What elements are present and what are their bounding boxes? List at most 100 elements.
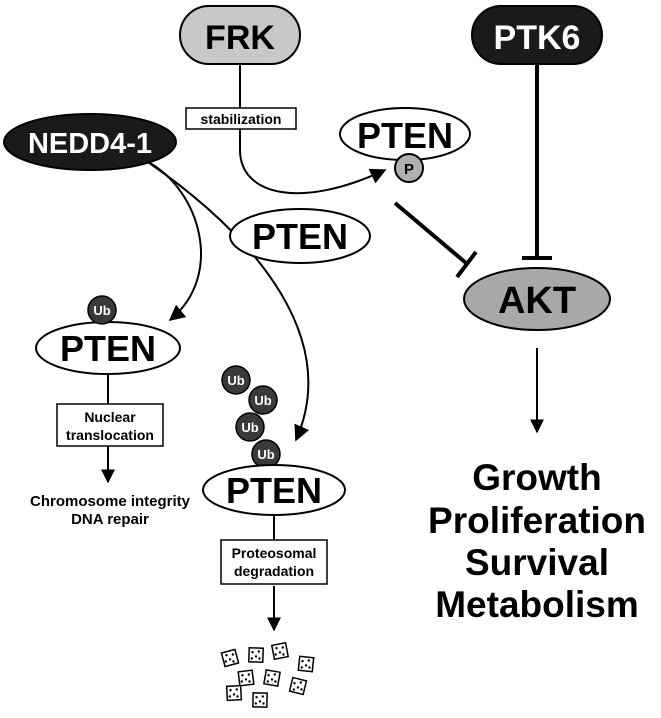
fragment-speck (251, 651, 254, 654)
fragment-speck (304, 664, 308, 667)
fragment-speck (307, 659, 310, 662)
fragment-speck (282, 653, 285, 656)
fragment-speck (224, 660, 227, 663)
outcome-proliferation: Proliferation (428, 500, 646, 541)
pten-mono-ub-node: PTEN Ub (35, 295, 181, 375)
outcome-survival: Survival (465, 542, 609, 583)
fragment-speck (257, 650, 260, 653)
fragment-speck (278, 651, 282, 654)
fragment-7 (225, 684, 243, 702)
pten-inhibit-line (393, 201, 468, 265)
fragment-speck (275, 647, 278, 650)
ptk6-node: PTK6 (471, 5, 603, 65)
frk-node: FRK (179, 5, 301, 65)
fragment-6 (263, 669, 281, 687)
fragment-speck (228, 695, 231, 698)
frk-to-pten-arrow (239, 128, 387, 195)
poly-ub-chain: Ub Ub Ub Ub (221, 365, 281, 469)
fragment-speck (225, 654, 228, 657)
degraded-fragments (220, 641, 315, 708)
ub-badge-2 (248, 385, 278, 415)
ub-badge-mono (87, 295, 117, 325)
fragment-speck (292, 688, 295, 691)
akt-outcomes: Growth Proliferation Survival Metabolism (428, 457, 646, 625)
pten-free-label: PTEN (252, 216, 348, 257)
fragment-speck (232, 693, 236, 696)
pten-poly-ub-node: PTEN (202, 464, 346, 516)
nuclear-translocation-box: Nuclear translocation (56, 403, 164, 447)
fragment-speck (255, 696, 258, 699)
pten-phos-label: PTEN (357, 115, 453, 156)
nedd4-to-mono-pten-arrow (147, 161, 202, 322)
proteo-line2: degradation (234, 563, 314, 579)
fragment-speck (301, 660, 304, 663)
fragment-speck (270, 678, 274, 681)
fragment-8 (288, 676, 308, 696)
fragment-speck (274, 653, 277, 656)
fragment-speck (273, 673, 276, 676)
phospho-badge (394, 153, 424, 183)
fragment-2 (247, 646, 265, 664)
proteo-line1: Proteosomal (232, 545, 317, 561)
ub-badge-1 (221, 365, 251, 395)
stabilization-box: stabilization (185, 107, 297, 130)
fragment-speck (244, 678, 248, 681)
fragment-4 (297, 655, 315, 673)
phospho-label: P (404, 161, 414, 178)
pten-free-node: PTEN (229, 208, 371, 264)
nuclear-line1: Nuclear (84, 409, 136, 425)
fragment-speck (258, 657, 261, 660)
fragment-speck (254, 655, 258, 658)
fragment-speck (299, 681, 302, 684)
fragment-1 (220, 648, 240, 668)
ub-label-2: Ub (254, 393, 271, 408)
frk-label: FRK (205, 19, 275, 57)
fragment-speck (229, 689, 232, 692)
fragment-speck (231, 653, 234, 656)
ub-label-1: Ub (227, 373, 244, 388)
proteosomal-degradation-box: Proteosomal degradation (220, 539, 328, 585)
nedd4-label: NEDD4-1 (28, 128, 152, 160)
fragment-5 (237, 669, 255, 687)
fragment-speck (248, 680, 251, 683)
fragment-speck (232, 660, 235, 663)
ptk6-label: PTK6 (494, 19, 581, 57)
fragment-speck (236, 695, 239, 698)
ub-label-mono: Ub (93, 303, 110, 318)
outcome-growth: Growth (472, 457, 601, 498)
nedd4-node: NEDD4-1 (3, 113, 177, 171)
fragment-speck (274, 680, 277, 683)
ub-label-3: Ub (241, 420, 258, 435)
fragment-speck (235, 688, 238, 691)
fragment-speck (250, 657, 253, 660)
fragment-speck (240, 680, 243, 683)
fragment-9 (252, 692, 268, 708)
stabilization-label: stabilization (201, 111, 282, 127)
fragment-speck (296, 686, 300, 689)
fragment-speck (228, 658, 232, 661)
akt-node: AKT (463, 267, 611, 331)
nuclear-line2: translocation (66, 427, 154, 443)
pten-inhibit-bar (455, 250, 478, 279)
akt-label: AKT (498, 280, 576, 322)
fragment-speck (293, 682, 296, 685)
chromosome-integrity-text: Chromosome integrity (30, 493, 191, 510)
fragment-3 (270, 641, 290, 661)
fragment-speck (262, 702, 265, 705)
pten-phosphorylated-node: PTEN P (339, 107, 471, 183)
ub-label-4: Ub (257, 447, 274, 462)
fragment-speck (308, 666, 311, 669)
fragment-speck (247, 673, 250, 676)
pten-mono-label: PTEN (60, 328, 156, 369)
fragment-speck (300, 666, 303, 669)
fragment-speck (266, 680, 269, 683)
fragment-speck (261, 695, 264, 698)
fragment-speck (281, 646, 284, 649)
ub-badge-3 (235, 412, 265, 442)
pten-poly-label: PTEN (226, 470, 322, 511)
dna-repair-text: DNA repair (71, 511, 149, 528)
nedd4-to-poly-pten-arrow (147, 161, 310, 442)
fragment-speck (258, 700, 262, 703)
outcome-metabolism: Metabolism (435, 584, 639, 625)
